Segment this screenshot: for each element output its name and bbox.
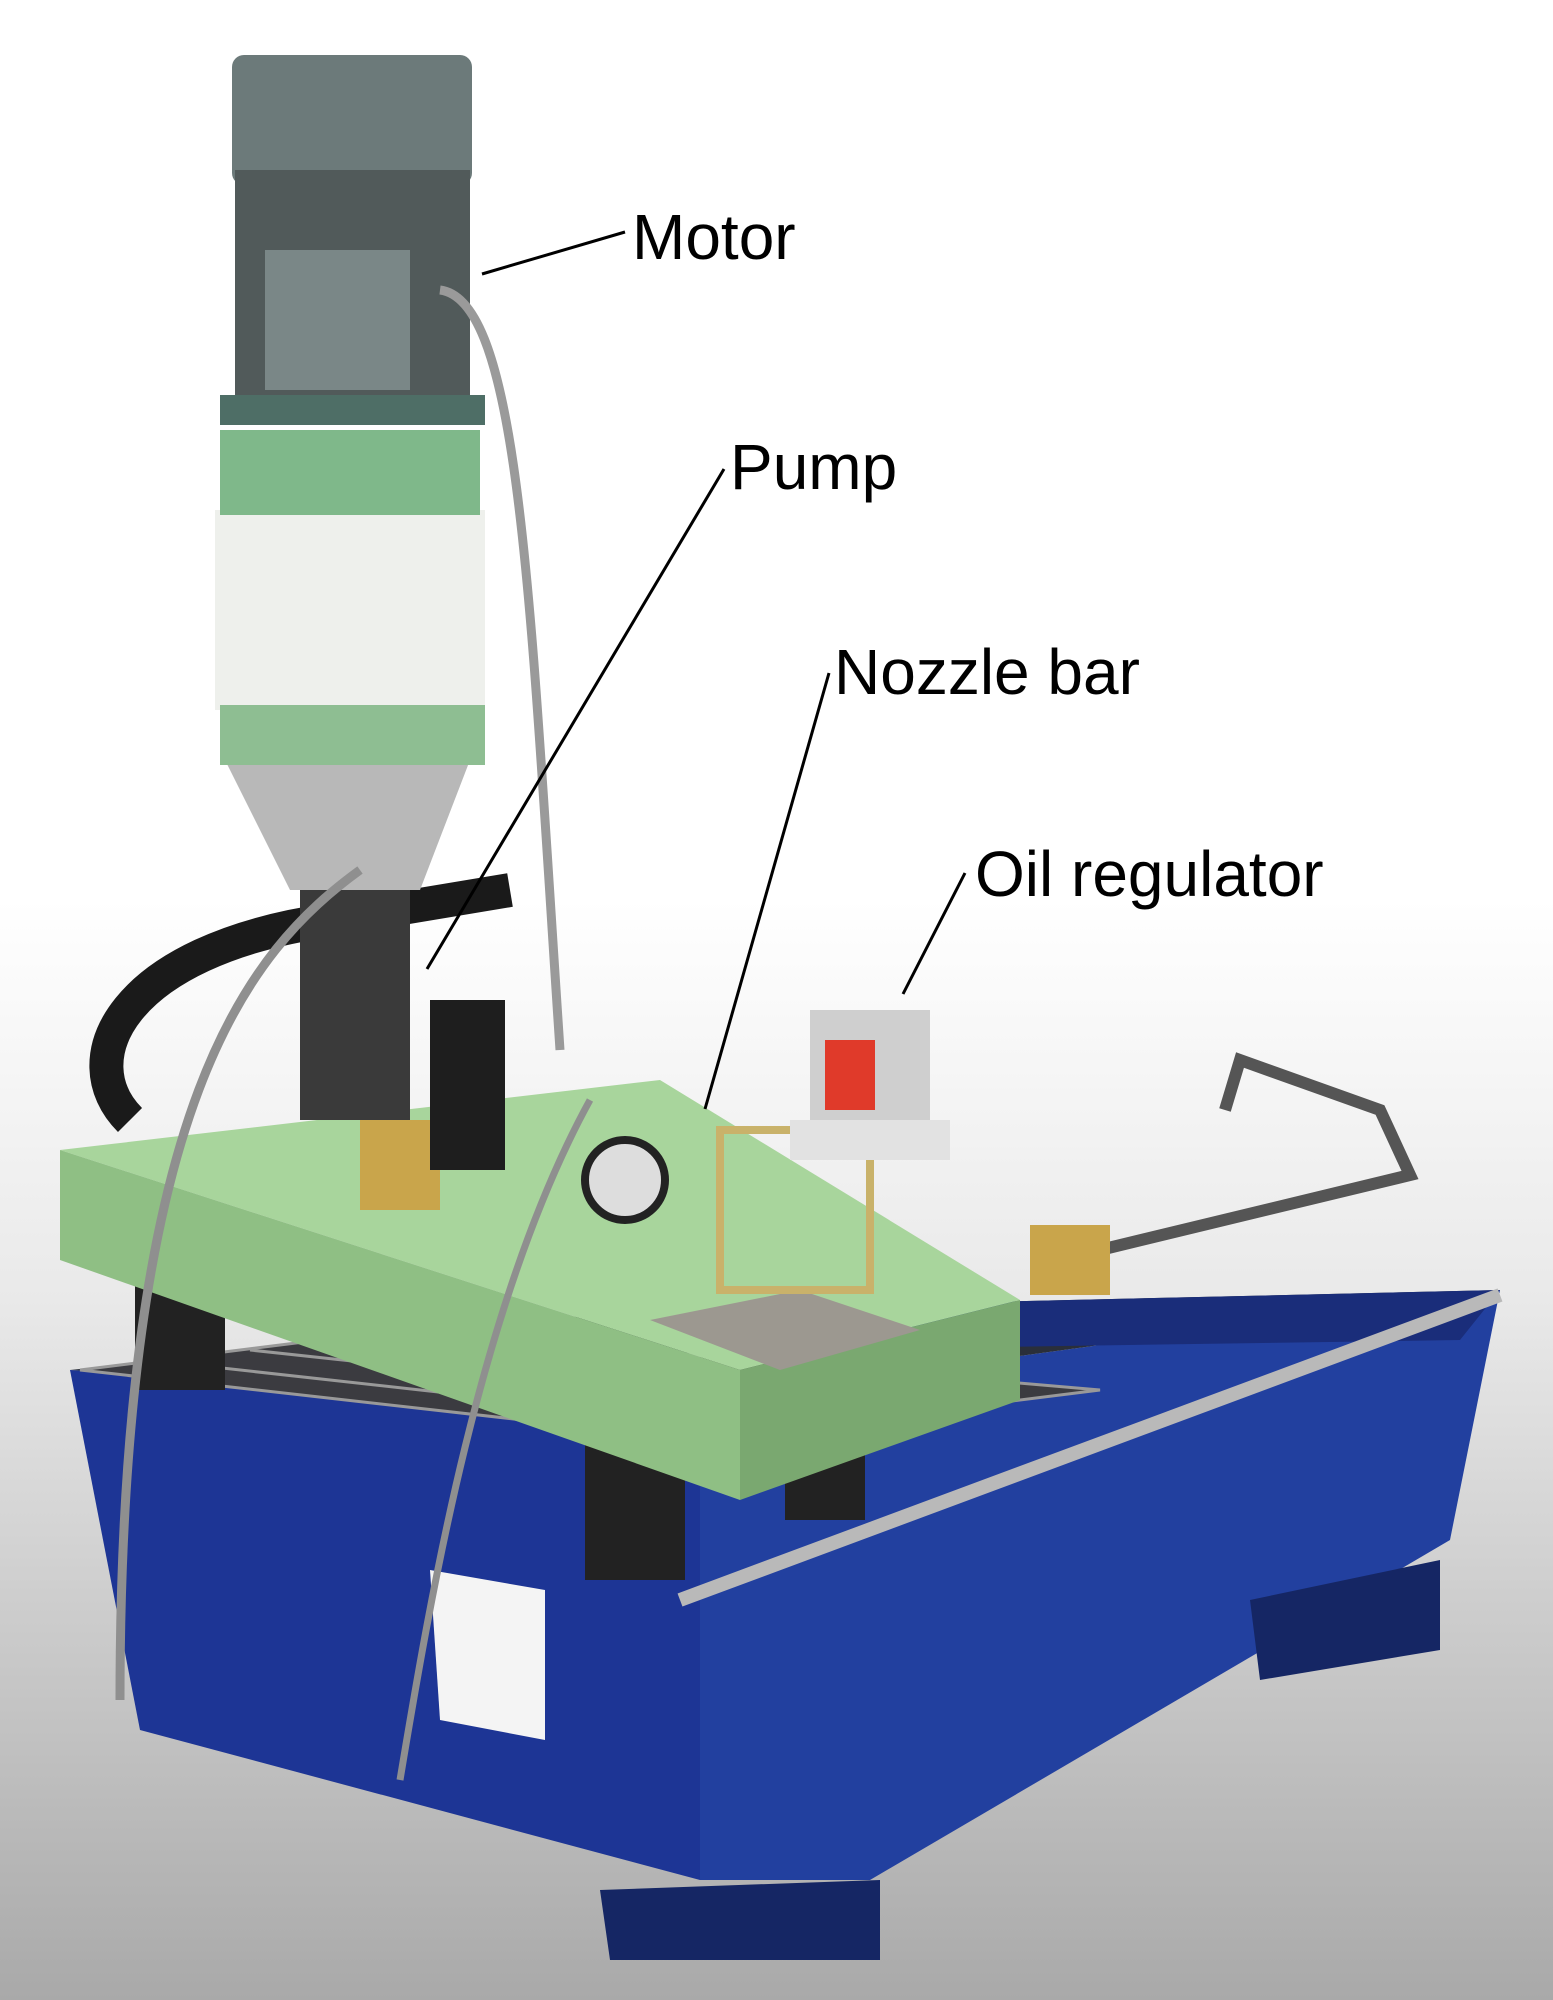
solenoid-valve	[1030, 1225, 1110, 1295]
pump-leader-line	[425, 468, 726, 970]
cable	[439, 285, 565, 1051]
tub-rim	[677, 1288, 1503, 1607]
motor-label: Motor	[632, 201, 796, 273]
coupling-flange	[220, 705, 485, 765]
motor-body	[220, 55, 485, 425]
control-valve	[430, 1000, 505, 1170]
tub-label-sticker	[430, 1570, 545, 1740]
nozzle-bar-leader-line	[703, 672, 831, 1110]
oil-regulator-label: Oil regulator	[975, 838, 1324, 910]
oil-regulator-base	[790, 1120, 950, 1160]
coupling-cover	[215, 510, 485, 710]
pump-bell	[225, 760, 470, 890]
pump-body	[300, 890, 410, 1120]
hose	[89, 873, 513, 1133]
nozzle-bar-label: Nozzle bar	[834, 636, 1140, 708]
pump-label: Pump	[730, 431, 898, 503]
oil-regulator-leader-line	[901, 872, 967, 995]
motor-leader-line	[481, 230, 626, 276]
cable	[396, 1098, 594, 1781]
pipe	[1098, 1052, 1419, 1256]
oil-regulator-coil	[825, 1040, 875, 1110]
leader-lines	[425, 230, 967, 1110]
pressure-gauge	[581, 1136, 669, 1224]
solenoid-valve	[360, 1120, 440, 1210]
coupling-flange	[220, 430, 480, 515]
cable	[115, 866, 363, 1701]
nozzle-bar-plate	[650, 1290, 920, 1370]
